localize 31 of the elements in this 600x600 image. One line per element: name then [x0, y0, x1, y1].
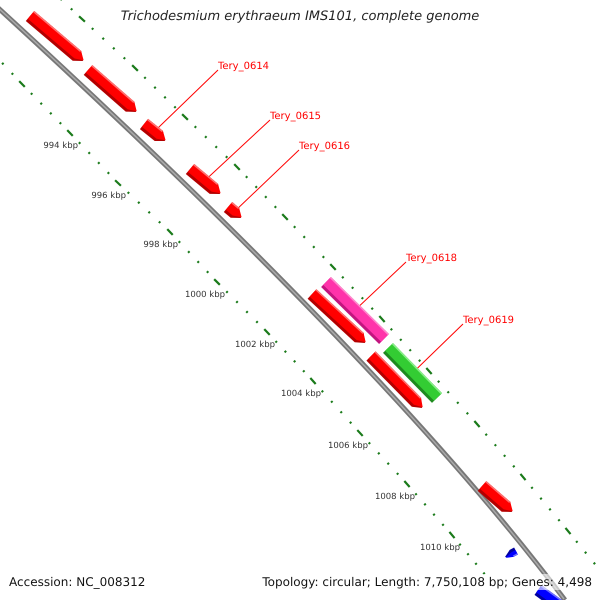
scale-label: 1002 kbp — [234, 340, 275, 350]
gene-feature — [26, 11, 84, 61]
scale-label: 1008 kbp — [374, 492, 415, 502]
gene-feature — [478, 481, 513, 512]
scale-label: 1006 kbp — [328, 441, 368, 451]
leader-line — [359, 262, 406, 306]
scale-label: 994 kbp — [43, 141, 78, 151]
accession-text: Accession: NC_008312 — [9, 574, 146, 590]
leader-line — [158, 70, 218, 128]
gene-feature — [308, 289, 366, 343]
gene-label: Tery_0618 — [406, 253, 458, 265]
gene-feature — [84, 65, 137, 112]
scale-label: 996 kbp — [91, 191, 126, 201]
scale-label: 1000 kbp — [184, 290, 225, 300]
genome-summary: Topology: circular; Length: 7,750,108 bp; Genes: 4,498 — [262, 574, 592, 590]
gene-label: Tery_0619 — [463, 315, 514, 327]
gene-label: Tery_0616 — [299, 141, 350, 153]
scale-label: 998 kbp — [143, 240, 178, 250]
leader-line — [238, 150, 300, 208]
gene-feature — [224, 202, 242, 218]
gene-feature — [140, 118, 166, 141]
diagram-title: Trichodesmium erythraeum IMS101, complete genome — [120, 9, 480, 24]
gene-feature — [505, 548, 518, 558]
gene-label: Tery_0615 — [270, 111, 322, 123]
leader-line — [208, 120, 270, 177]
scale-label: 1010 kbp — [420, 543, 460, 553]
gene-label: Tery_0614 — [218, 61, 270, 73]
gene-feature — [186, 164, 221, 194]
leader-line — [417, 324, 464, 369]
gene-feature — [366, 351, 423, 408]
scale-label: 1004 kbp — [280, 389, 321, 399]
